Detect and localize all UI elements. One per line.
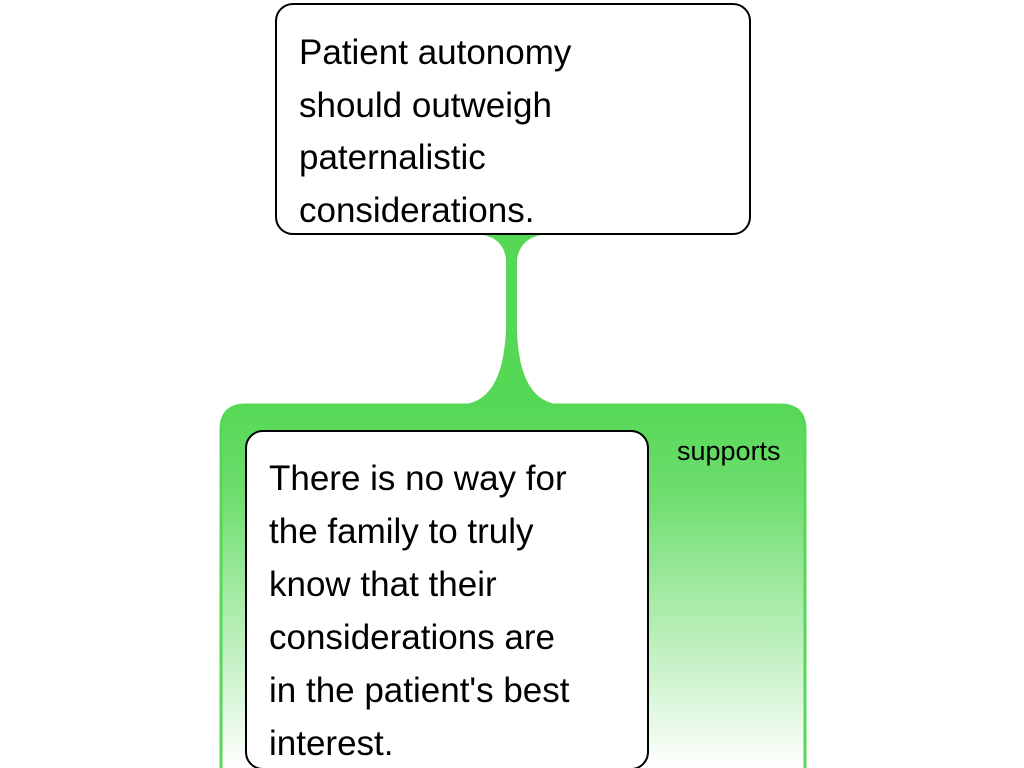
relation-label: supports xyxy=(677,436,781,466)
claim-node[interactable]: Patient autonomy should outweigh paterna… xyxy=(275,3,751,235)
support-stem xyxy=(466,234,556,404)
support-group-border xyxy=(219,403,807,768)
premise-node[interactable]: There is no way for the family to truly … xyxy=(245,430,649,768)
